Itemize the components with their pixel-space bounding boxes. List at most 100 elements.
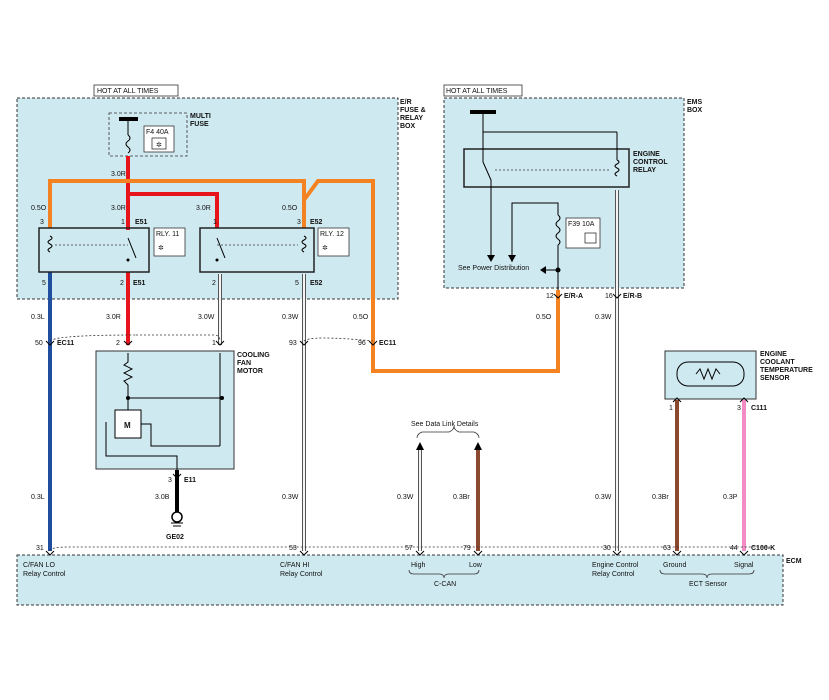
wire-label-03br-ground: 0.3Br bbox=[652, 494, 669, 501]
ecm-can-high: High bbox=[411, 562, 426, 569]
ecm-signal: Signal bbox=[734, 562, 754, 569]
conn-c111: C111 bbox=[751, 405, 767, 412]
ecm-label: ECM bbox=[786, 558, 802, 565]
conn-er-a: E/R-A bbox=[564, 293, 583, 300]
relay-12-label: RLY. 12 bbox=[320, 231, 344, 238]
wire-label-30b: 3.0B bbox=[155, 494, 170, 501]
relay-11-label: RLY. 11 bbox=[156, 231, 179, 238]
fuse-f39-icon bbox=[584, 232, 597, 244]
wire-label-05o-right: 0.5O bbox=[282, 205, 298, 212]
wire-label-03br-can: 0.3Br bbox=[453, 494, 470, 501]
thermistor-icon bbox=[695, 367, 721, 381]
ground-symbol bbox=[171, 511, 183, 523]
conn-e52-bottom: E52 bbox=[310, 280, 323, 287]
ecm-hi-2: Relay Control bbox=[280, 571, 323, 578]
pin-3-motor: 3 bbox=[168, 477, 172, 484]
er-box-title-2: FUSE & bbox=[400, 107, 426, 114]
can-low-arrow bbox=[474, 442, 482, 450]
pin-1-r11: 1 bbox=[121, 219, 125, 226]
motor-symbol bbox=[114, 409, 142, 439]
wire-label-30w: 3.0W bbox=[198, 314, 215, 321]
pin-3-r11: 3 bbox=[40, 219, 44, 226]
multi-fuse-label-2: FUSE bbox=[190, 121, 209, 128]
wire-label-03w-ems-top: 0.3W bbox=[595, 314, 612, 321]
er-hot-label: HOT AT ALL TIMES bbox=[97, 88, 159, 95]
pin-53: 53 bbox=[289, 545, 297, 552]
wire-label-03w-can: 0.3W bbox=[397, 494, 414, 501]
can-high-arrow bbox=[416, 442, 424, 450]
ecr-title-1: ENGINE bbox=[633, 151, 660, 158]
ecm-ecr-2: Relay Control bbox=[592, 571, 635, 578]
ems-hot-label: HOT AT ALL TIMES bbox=[446, 88, 508, 95]
pin-31: 31 bbox=[36, 545, 44, 552]
motor-title-3: MOTOR bbox=[237, 368, 263, 375]
pin-44: 44 bbox=[730, 545, 738, 552]
pin-30: 30 bbox=[603, 545, 611, 552]
pin-5-r12: 5 bbox=[295, 280, 299, 287]
pin-1-sensor: 1 bbox=[669, 405, 673, 412]
wire-label-03l-top: 0.3L bbox=[31, 314, 45, 321]
ecm-lo-1: C/FAN LO bbox=[23, 562, 55, 569]
fuse-f39-link bbox=[555, 214, 561, 246]
multi-fuse-label-1: MULTI bbox=[190, 113, 211, 120]
pin-12: 12 bbox=[546, 293, 554, 300]
ecm-ecr-1: Engine Control bbox=[592, 562, 639, 569]
pin-57: 57 bbox=[405, 545, 413, 552]
ecm-can-label: C-CAN bbox=[434, 581, 456, 588]
pin-2-r11: 2 bbox=[120, 280, 124, 287]
pin-16: 16 bbox=[605, 293, 613, 300]
pin-50: 50 bbox=[35, 340, 43, 347]
ecm-can-low: Low bbox=[469, 562, 483, 569]
wire-label-03w-ems-bottom: 0.3W bbox=[595, 494, 612, 501]
pin-1-r12: 1 bbox=[213, 219, 217, 226]
ecr-title-2: CONTROL bbox=[633, 159, 668, 166]
sensor-title-4: SENSOR bbox=[760, 375, 790, 382]
see-power-distribution: See Power Distribution bbox=[458, 265, 529, 272]
conn-e11: E11 bbox=[184, 477, 196, 484]
pin-3-r12: 3 bbox=[297, 219, 301, 226]
ecm-hi-1: C/FAN HI bbox=[280, 562, 310, 569]
motor-title-2: FAN bbox=[237, 360, 251, 367]
wire-label-30r-low: 3.0R bbox=[106, 314, 121, 321]
pin-93: 93 bbox=[289, 340, 297, 347]
wire-label-30r-mid: 3.0R bbox=[111, 205, 126, 212]
motor-title-1: COOLING bbox=[237, 352, 270, 359]
conn-ec11-left: EC11 bbox=[57, 340, 74, 347]
fuse-icon bbox=[151, 137, 167, 150]
svg-text:✲: ✲ bbox=[156, 141, 162, 149]
ecm-box bbox=[16, 554, 784, 606]
sensor-title-3: TEMPERATURE bbox=[760, 367, 813, 374]
pin-1-motor: 1 bbox=[212, 340, 216, 347]
ems-box bbox=[443, 97, 685, 289]
relay-11 bbox=[38, 227, 150, 273]
ecm-ect-label: ECT Sensor bbox=[689, 581, 728, 588]
ems-box-title-1: EMS bbox=[687, 99, 703, 106]
er-fuse-relay-box bbox=[16, 97, 399, 300]
pin-2-r12: 2 bbox=[212, 280, 216, 287]
wire-orange bbox=[48, 179, 306, 228]
relay-12 bbox=[199, 227, 315, 273]
fuse-f39-label: F39 10A bbox=[568, 221, 595, 228]
conn-e51-top: E51 bbox=[135, 219, 148, 226]
pin-3-sensor: 3 bbox=[737, 405, 741, 412]
wire-label-03w-hi-bottom: 0.3W bbox=[282, 494, 299, 501]
conn-e52-top: E52 bbox=[310, 219, 323, 226]
wire-label-03l-bottom: 0.3L bbox=[31, 494, 45, 501]
wire-label-30r-top: 3.0R bbox=[111, 171, 126, 178]
svg-text:✲: ✲ bbox=[322, 244, 328, 252]
pin-63: 63 bbox=[663, 545, 671, 552]
conn-er-b: E/R-B bbox=[623, 293, 642, 300]
er-box-title-4: BOX bbox=[400, 123, 416, 130]
wire-red-branch bbox=[128, 192, 219, 228]
pin-2-motor: 2 bbox=[116, 340, 120, 347]
wire-orange-2 bbox=[302, 179, 560, 373]
fuse-f4-label: F4 40A bbox=[146, 129, 169, 136]
relay-11-coil bbox=[47, 235, 53, 253]
ems-box-title-2: BOX bbox=[687, 107, 703, 114]
pin-79: 79 bbox=[463, 545, 471, 552]
sensor-title-2: COOLANT bbox=[760, 359, 795, 366]
conn-c100k: C100-K bbox=[751, 545, 775, 552]
fuse-link-icon bbox=[125, 134, 131, 154]
